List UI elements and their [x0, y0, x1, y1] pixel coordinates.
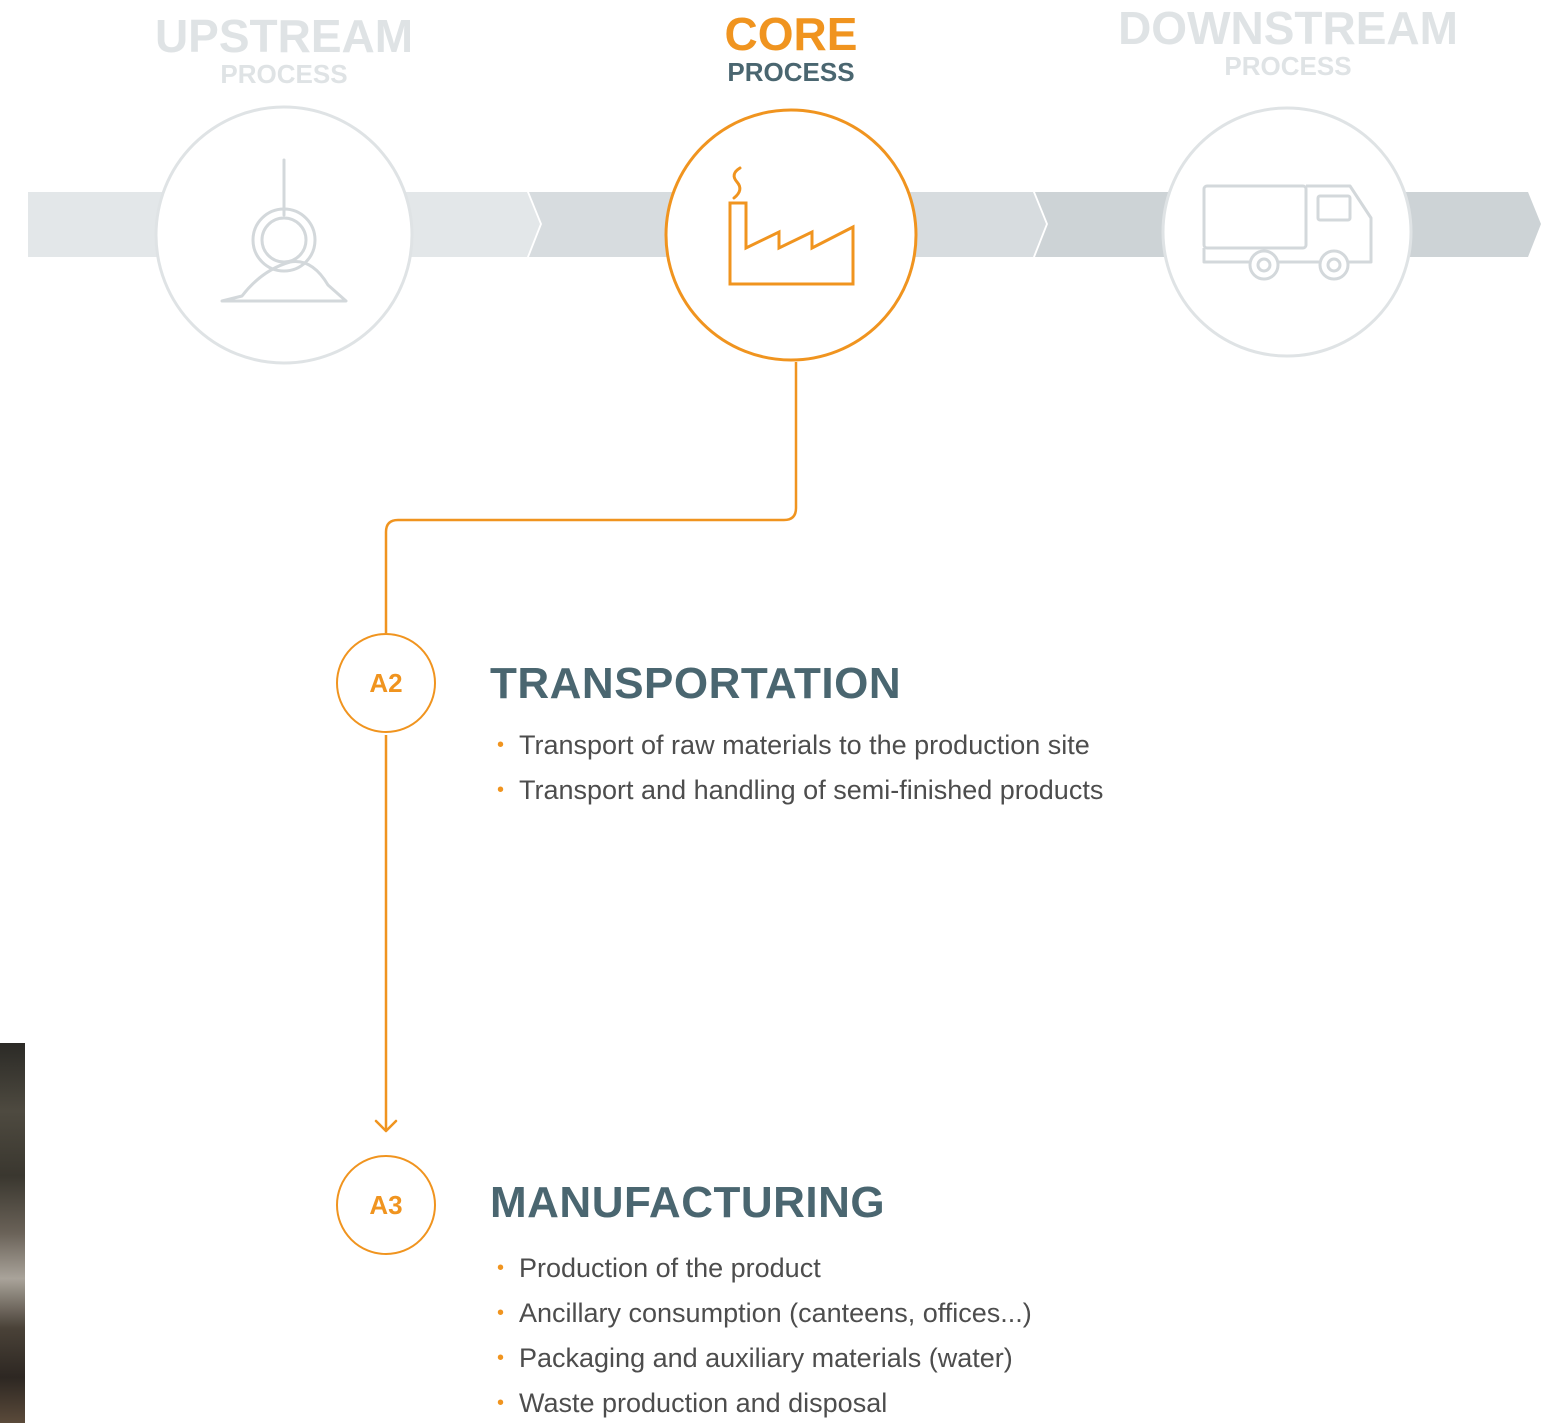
list-item-text: Transport and handling of semi-finished …	[519, 775, 1104, 805]
phase-title: DOWNSTREAM	[1118, 2, 1458, 54]
transportation-bullet-list: • Transport of raw materials to the produ…	[497, 723, 1103, 813]
phase-upstream: UPSTREAM PROCESS	[134, 13, 434, 89]
list-item: • Transport of raw materials to the produ…	[497, 723, 1103, 768]
phase-subtitle: PROCESS	[220, 59, 348, 89]
phase-downstream: DOWNSTREAM PROCESS	[1088, 5, 1488, 81]
bullet-dot-icon: •	[497, 1392, 505, 1414]
list-item-text: Transport of raw materials to the produc…	[519, 730, 1090, 760]
phase-title: UPSTREAM	[154, 10, 414, 62]
stage-title-transportation: TRANSPORTATION	[490, 659, 902, 708]
list-item-text: Ancillary consumption (canteens, offices…	[519, 1298, 1032, 1328]
phase-title: CORE	[724, 8, 858, 60]
core-to-a2-connector	[384, 362, 798, 633]
core-circle	[664, 108, 918, 362]
phase-core: CORE PROCESS	[641, 11, 941, 87]
list-item: • Packaging and auxiliary materials (wate…	[497, 1336, 1032, 1381]
list-item: • Transport and handling of semi-finished…	[497, 768, 1103, 813]
bullet-dot-icon: •	[497, 779, 505, 801]
arrow-down-icon	[374, 1119, 398, 1133]
ladle-pouring-icon	[220, 158, 348, 303]
phase-subtitle: PROCESS	[1224, 51, 1352, 81]
bullet-dot-icon: •	[497, 1347, 505, 1369]
list-item: • Production of the product	[497, 1246, 1032, 1291]
factory-icon	[728, 166, 855, 286]
list-item: • Waste production and disposal	[497, 1381, 1032, 1426]
downstream-circle	[1161, 106, 1413, 358]
list-item-text: Packaging and auxiliary materials (water…	[519, 1343, 1013, 1373]
background-photo-edge	[0, 1043, 25, 1423]
bullet-dot-icon: •	[497, 1302, 505, 1324]
stage-badge-a3: A3	[336, 1155, 436, 1255]
phase-subtitle: PROCESS	[727, 57, 855, 87]
upstream-circle	[154, 105, 414, 365]
list-item: • Ancillary consumption (canteens, office…	[497, 1291, 1032, 1336]
list-item-text: Production of the product	[519, 1253, 821, 1283]
truck-icon	[1202, 184, 1373, 281]
bullet-dot-icon: •	[497, 1257, 505, 1279]
manufacturing-bullet-list: • Production of the product • Ancillary co…	[497, 1246, 1032, 1426]
stage-badge-a2: A2	[336, 633, 436, 733]
stage-title-manufacturing: MANUFACTURING	[490, 1178, 886, 1227]
list-item-text: Waste production and disposal	[519, 1388, 888, 1418]
bullet-dot-icon: •	[497, 734, 505, 756]
